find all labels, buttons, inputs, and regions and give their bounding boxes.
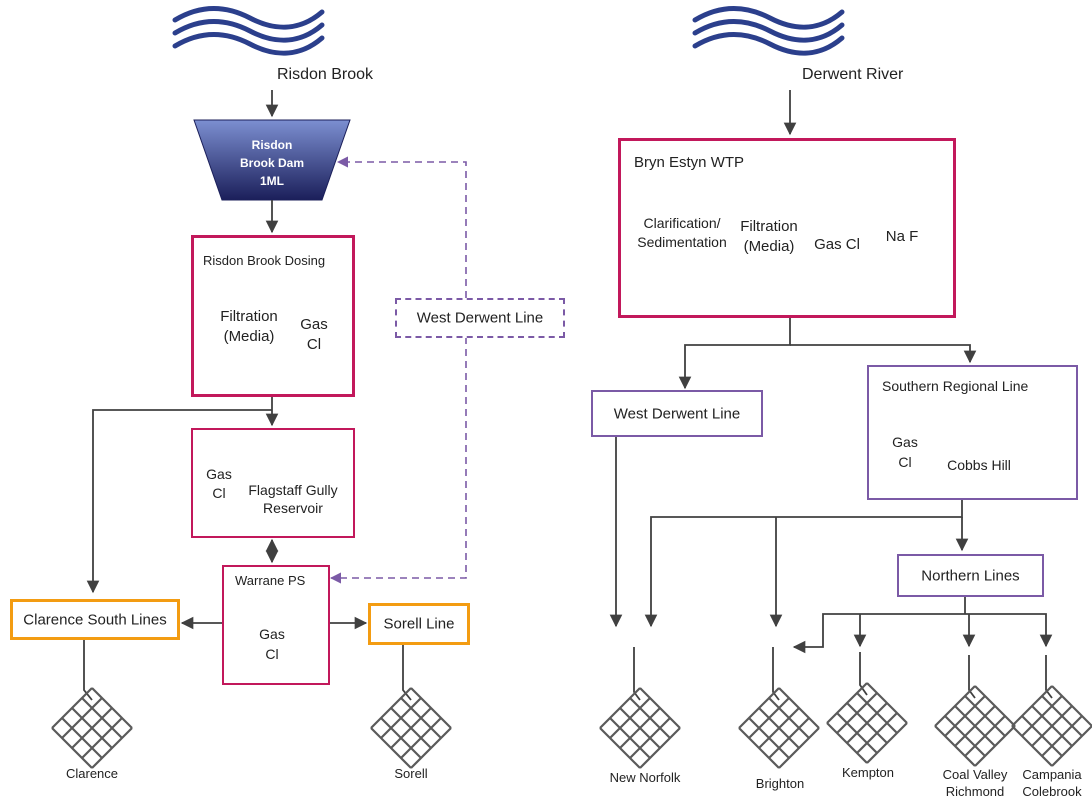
risdon-brook-source-label: Risdon Brook: [277, 66, 374, 83]
coal-valley-label-1: Coal Valley: [942, 767, 1008, 782]
campania-label-1: Campania: [1022, 767, 1082, 782]
right-west-derwent-line-box[interactable]: West Derwent Line: [591, 390, 763, 437]
bryn-filtration-label-2: (Media): [743, 238, 795, 255]
bryn-filtration-label-1: Filtration: [740, 218, 798, 235]
northern-lines-box[interactable]: Northern Lines: [897, 554, 1044, 597]
warrane-title: Warrane PS: [235, 573, 306, 588]
right-connectors: [609, 90, 1053, 701]
bryn-estyn-title: Bryn Estyn WTP: [634, 154, 745, 171]
right-west-derwent-line-label: West Derwent Line: [613, 405, 741, 422]
left-west-derwent-line-label: West Derwent Line: [416, 309, 544, 327]
warrane-box[interactable]: [222, 565, 330, 685]
dam-label-3: 1ML: [260, 174, 284, 188]
sorell-line-box[interactable]: Sorell Line: [368, 603, 470, 645]
warrane-gas-label-1: Gas: [259, 626, 285, 642]
risdon-wave-icon: [172, 6, 325, 56]
clarence-south-lines-box[interactable]: Clarence South Lines: [10, 599, 180, 640]
clarence-south-lines-label: Clarence South Lines: [23, 611, 167, 628]
derwent-wave-icon: [692, 6, 845, 56]
risdon-filtration-label-1: Filtration: [220, 308, 278, 325]
clarence-label: Clarence: [65, 766, 119, 781]
southern-gas-label-1: Gas: [892, 434, 918, 450]
new-norfolk-label: New Norfolk: [609, 770, 681, 785]
clarification-label-1: Clarification/: [643, 215, 721, 231]
southern-regional-title: Southern Regional Line: [882, 378, 1029, 394]
derwent-river-source-label: Derwent River: [802, 66, 904, 83]
left-dashed-connectors: [329, 156, 467, 584]
left-west-derwent-line-box[interactable]: West Derwent Line: [395, 298, 565, 338]
warrane-gas-label-2: Cl: [265, 646, 279, 662]
left-connectors: [83, 90, 412, 701]
northern-lines-label: Northern Lines: [921, 567, 1020, 584]
coal-valley-label-2: Richmond: [945, 784, 1005, 799]
bryn-estyn-box[interactable]: [618, 138, 956, 318]
bryn-gas-label: Gas Cl: [814, 236, 860, 253]
flagstaff-res-label-1: Flagstaff Gully: [248, 482, 338, 498]
risdon-dosing-title: Risdon Brook Dosing: [203, 253, 326, 268]
risdon-gas-label-1: Gas: [300, 316, 328, 333]
sorell-label: Sorell: [394, 766, 428, 781]
kempton-label: Kempton: [841, 765, 895, 780]
southern-regional-line-box[interactable]: [867, 365, 1078, 500]
sorell-line-label: Sorell Line: [383, 615, 455, 633]
southern-gas-label-2: Cl: [898, 454, 912, 470]
flagstaff-box[interactable]: [191, 428, 355, 538]
flagstaff-res-label-2: Reservoir: [263, 500, 323, 516]
dam-label-1: Risdon: [251, 138, 293, 152]
risdon-filtration-label-2: (Media): [223, 328, 275, 345]
brighton-label: Brighton: [755, 776, 805, 791]
cobbs-hill-label: Cobbs Hill: [947, 457, 1011, 473]
risdon-dosing-box[interactable]: [191, 235, 355, 397]
clarification-label-2: Sedimentation: [637, 234, 727, 250]
dam-label-2: Brook Dam: [239, 156, 305, 170]
flagstaff-gas-label-2: Cl: [212, 485, 226, 501]
campania-label-2: Colebrook: [1022, 784, 1082, 799]
naf-label: Na F: [885, 228, 919, 245]
risdon-gas-label-2: Cl: [306, 336, 322, 353]
flagstaff-gas-label-1: Gas: [206, 466, 232, 482]
risdon-dam-shape: [193, 119, 351, 201]
